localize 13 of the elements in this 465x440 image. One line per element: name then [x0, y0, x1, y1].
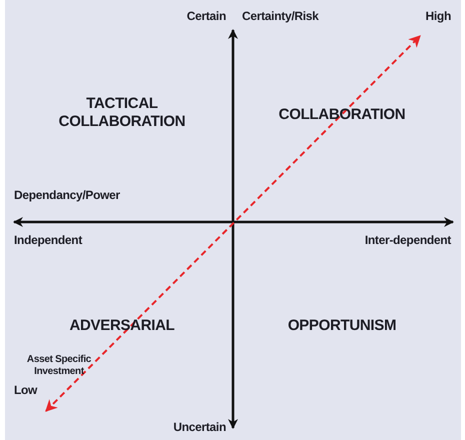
axis-label: Low	[14, 382, 38, 399]
quadrant-label: COLLABORATION	[278, 105, 406, 125]
axis-label: Inter-dependent	[364, 232, 451, 249]
quadrant-label: OPPORTUNISM	[286, 316, 398, 336]
axis-title: Certainty/Risk	[242, 8, 318, 25]
axis-title: Dependancy/Power	[14, 187, 120, 204]
axis-label: Independent	[14, 232, 82, 249]
axis-label: High	[426, 8, 451, 25]
quadrant-label: ADVERSARIAL	[68, 316, 176, 336]
axis-label: Certain	[186, 8, 226, 25]
quadrant-label: TACTICAL COLLABORATION	[58, 95, 186, 131]
axis-title: Asset Specific Investment	[26, 354, 92, 378]
axis-label: Uncertain	[173, 419, 226, 436]
